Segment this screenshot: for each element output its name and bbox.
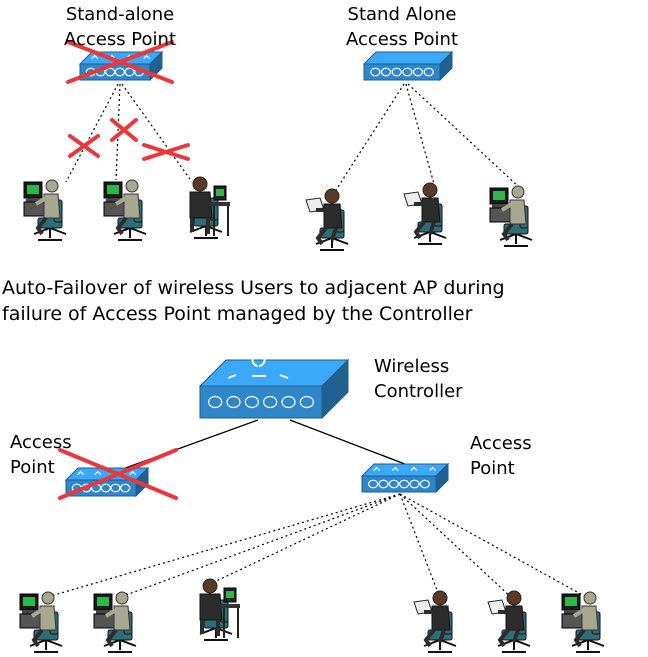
ap-failure-x-bottom bbox=[58, 448, 178, 500]
user-bottom-2 bbox=[93, 591, 137, 653]
controller-label-1: Wireless bbox=[374, 356, 450, 377]
standalone-ap-active bbox=[362, 50, 454, 82]
link-tl-2 bbox=[115, 83, 121, 181]
user-bottom-3 bbox=[199, 578, 240, 641]
managed-ap-left-label-2: Point bbox=[10, 457, 55, 478]
user-top-left-1 bbox=[23, 179, 67, 241]
managed-ap-right-label-1: Access bbox=[470, 433, 532, 454]
controller-label-2: Controller bbox=[374, 381, 463, 402]
standalone-ap-label-1: Stand-alone bbox=[65, 4, 175, 25]
user-top-right-3 bbox=[489, 185, 533, 247]
failover-link-4 bbox=[399, 493, 441, 599]
failover-link-6 bbox=[399, 493, 589, 599]
managed-ap-left-label-1: Access bbox=[10, 432, 72, 453]
link-tl-1 bbox=[65, 83, 119, 183]
failover-link-5 bbox=[399, 493, 513, 599]
link-failure-x-1 bbox=[68, 134, 100, 158]
standalone-ap-label-2: Access Point bbox=[63, 29, 177, 50]
link-tr-2 bbox=[405, 83, 435, 185]
ap-failure-x-top bbox=[66, 40, 174, 84]
user-bottom-4 bbox=[413, 590, 457, 653]
link-failure-x-2 bbox=[110, 118, 138, 142]
wired-link-right bbox=[289, 419, 411, 467]
caption-line-1: Auto-Failover of wireless Users to adjac… bbox=[2, 277, 505, 299]
network-devices bbox=[64, 50, 454, 498]
managed-ap-right-label-2: Point bbox=[470, 458, 515, 479]
standalone-ap-right-label-2: Access Point bbox=[345, 29, 459, 50]
link-tr-3 bbox=[407, 83, 521, 189]
user-top-right-1 bbox=[305, 188, 349, 251]
user-top-left-2 bbox=[103, 179, 147, 241]
user-top-left-3 bbox=[189, 176, 230, 239]
managed-ap-active bbox=[360, 462, 450, 494]
standalone-ap-failed bbox=[78, 50, 164, 82]
failover-link-1 bbox=[43, 493, 401, 599]
standalone-ap-right-label-1: Stand Alone bbox=[347, 4, 457, 25]
failover-link-3 bbox=[209, 493, 401, 585]
link-failure-x-3 bbox=[142, 143, 190, 161]
caption-line-2: failure of Access Point managed by the C… bbox=[2, 303, 473, 325]
user-top-right-2 bbox=[403, 182, 447, 245]
link-tl-3 bbox=[121, 83, 193, 183]
wireless-links bbox=[43, 83, 589, 599]
user-bottom-5 bbox=[487, 590, 531, 653]
wireless-users bbox=[19, 176, 605, 653]
user-bottom-6 bbox=[561, 591, 605, 653]
wired-links bbox=[119, 419, 411, 471]
link-tr-1 bbox=[335, 83, 405, 191]
wireless-controller bbox=[198, 353, 350, 420]
failure-marks bbox=[58, 40, 190, 500]
failover-link-2 bbox=[117, 493, 401, 599]
user-bottom-1 bbox=[19, 591, 63, 653]
